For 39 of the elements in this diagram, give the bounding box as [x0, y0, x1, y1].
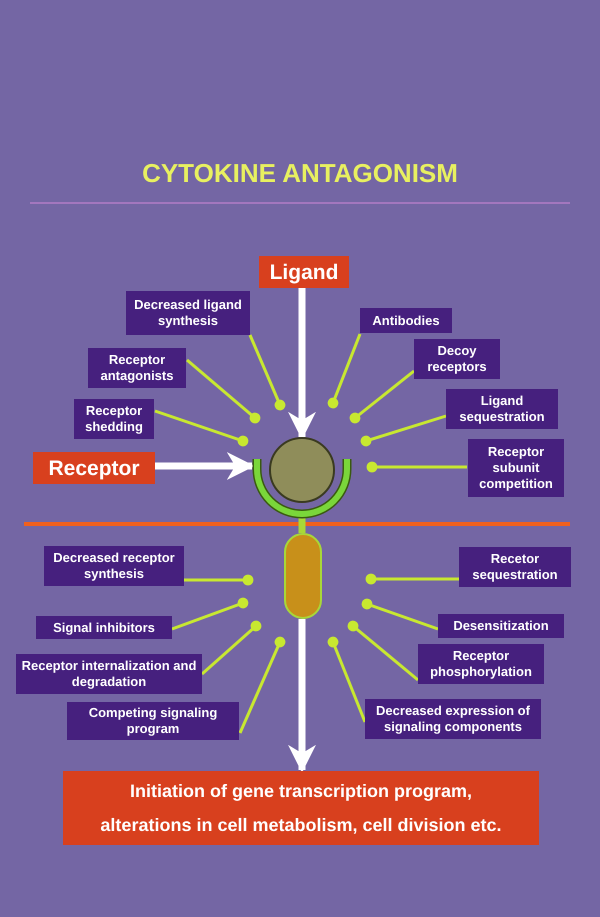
- inhibition-line: [201, 620, 262, 676]
- inhibition-line: [360, 414, 446, 446]
- title-box: Receptor: [33, 452, 155, 484]
- label-box: Receptor internalization and degradation: [16, 654, 202, 694]
- inhibition-line: [362, 598, 438, 630]
- inhibition-line: [328, 636, 366, 723]
- inhibition-line: [348, 620, 419, 682]
- label-box: Decoy receptors: [414, 339, 500, 379]
- inhibition-line: [248, 334, 286, 410]
- inhibition-line: [366, 574, 459, 584]
- inhibition-line: [186, 358, 260, 424]
- inhibition-line: [171, 598, 248, 630]
- outcome-box: Initiation of gene transcription program, alterations in cell metabolism, cell division etc.: [63, 771, 539, 845]
- inhibition-line: [366, 462, 467, 472]
- signaling-capsule: [284, 533, 322, 619]
- inhibition-line: [184, 574, 254, 586]
- inhibition-line: [350, 370, 415, 424]
- title-box: Ligand: [259, 256, 349, 288]
- arrow: [288, 288, 316, 440]
- label-box: Receptor shedding: [74, 399, 154, 439]
- inhibition-line: [238, 636, 286, 734]
- label-box: Decreased receptor synthesis: [44, 546, 184, 586]
- label-box: Receptor phosphorylation: [418, 644, 544, 684]
- arrow: [288, 619, 316, 773]
- label-box: Ligand sequestration: [446, 389, 558, 429]
- label-box: Recetor sequestration: [459, 547, 571, 587]
- arrow: [155, 452, 255, 480]
- label-box: Decreased ligand synthesis: [126, 291, 250, 335]
- label-box: Antibodies: [360, 308, 452, 333]
- inhibition-line: [154, 410, 248, 446]
- label-box: Receptor antagonists: [88, 348, 186, 388]
- label-box: Competing signaling program: [67, 702, 239, 740]
- label-box: Receptor subunit competition: [468, 439, 564, 497]
- diagram-title: CYTOKINE ANTAGONISM: [141, 157, 459, 190]
- inhibition-line: [328, 333, 362, 408]
- label-box: Signal inhibitors: [36, 616, 172, 639]
- stalk-line: [298, 517, 306, 533]
- label-box: Decreased expression of signaling components: [365, 699, 541, 739]
- label-box: Desensitization: [438, 614, 564, 638]
